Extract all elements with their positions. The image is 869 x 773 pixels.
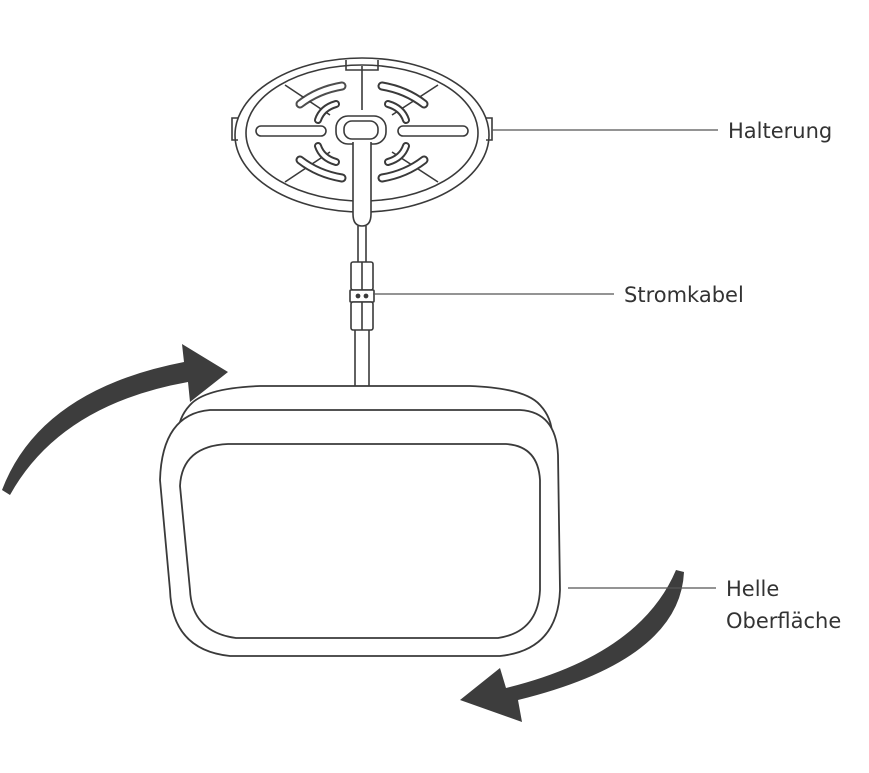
ceiling-light-device <box>159 385 561 657</box>
rotation-arrow-bottom-right <box>460 570 684 722</box>
label-surface-line2: Oberfläche <box>726 609 841 633</box>
power-cable <box>349 142 375 388</box>
mounting-bracket <box>231 57 493 213</box>
label-surface-line1: Helle <box>726 577 779 601</box>
rotation-arrow-top-left <box>2 344 228 495</box>
label-mount: Halterung <box>728 119 832 143</box>
label-cable: Stromkabel <box>624 283 744 307</box>
